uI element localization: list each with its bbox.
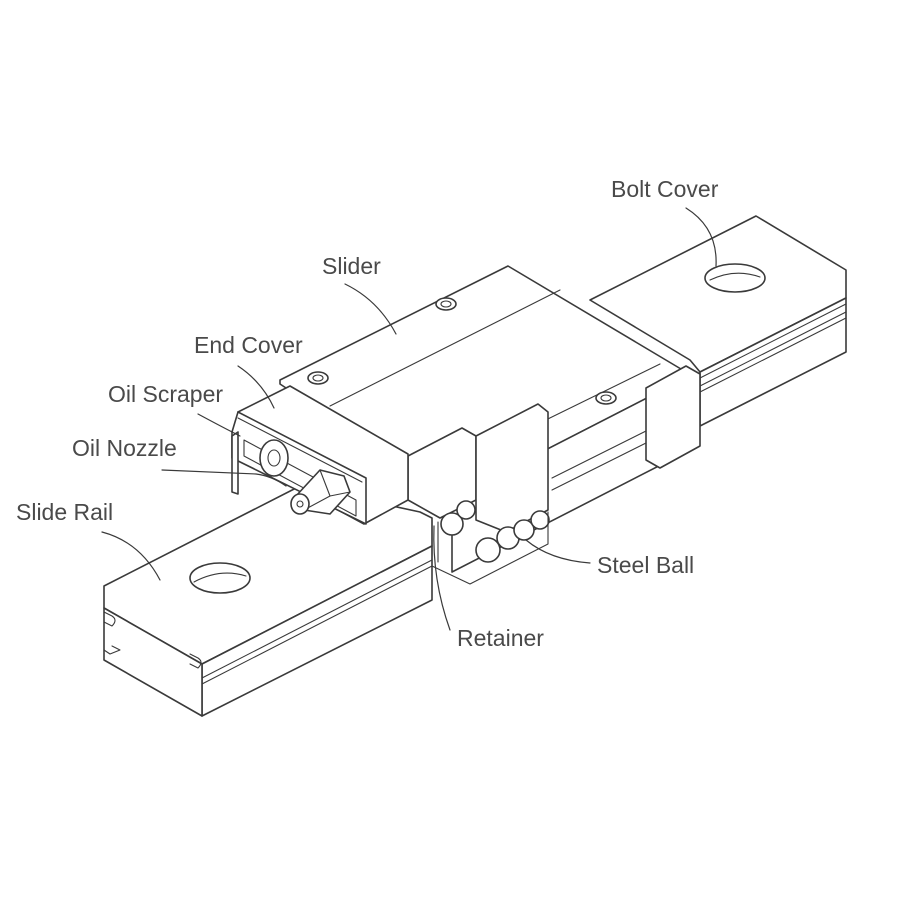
label-slide-rail: Slide Rail <box>16 499 113 525</box>
steel-ball <box>440 512 464 536</box>
slide-rail-front <box>103 485 433 717</box>
oil-nozzle <box>259 439 351 515</box>
steel-balls <box>440 500 550 563</box>
label-steel-ball: Steel Ball <box>597 552 694 578</box>
steel-ball <box>475 537 501 563</box>
leader-lines <box>101 207 717 631</box>
label-retainer: Retainer <box>457 625 544 651</box>
steel-ball <box>456 500 476 520</box>
label-oil-scraper: Oil Scraper <box>108 381 223 407</box>
steel-ball <box>513 519 535 541</box>
slide-rail-back <box>589 215 847 427</box>
bolt-cover-back <box>704 263 766 293</box>
bolt-cover-front <box>189 562 251 594</box>
label-slider: Slider <box>322 253 381 279</box>
steel-ball <box>530 510 550 530</box>
label-bolt-cover: Bolt Cover <box>611 176 719 202</box>
retainer <box>431 511 549 585</box>
label-oil-nozzle: Oil Nozzle <box>72 435 177 461</box>
label-end-cover: End Cover <box>194 332 303 358</box>
slider-bolt-holes <box>307 297 617 405</box>
